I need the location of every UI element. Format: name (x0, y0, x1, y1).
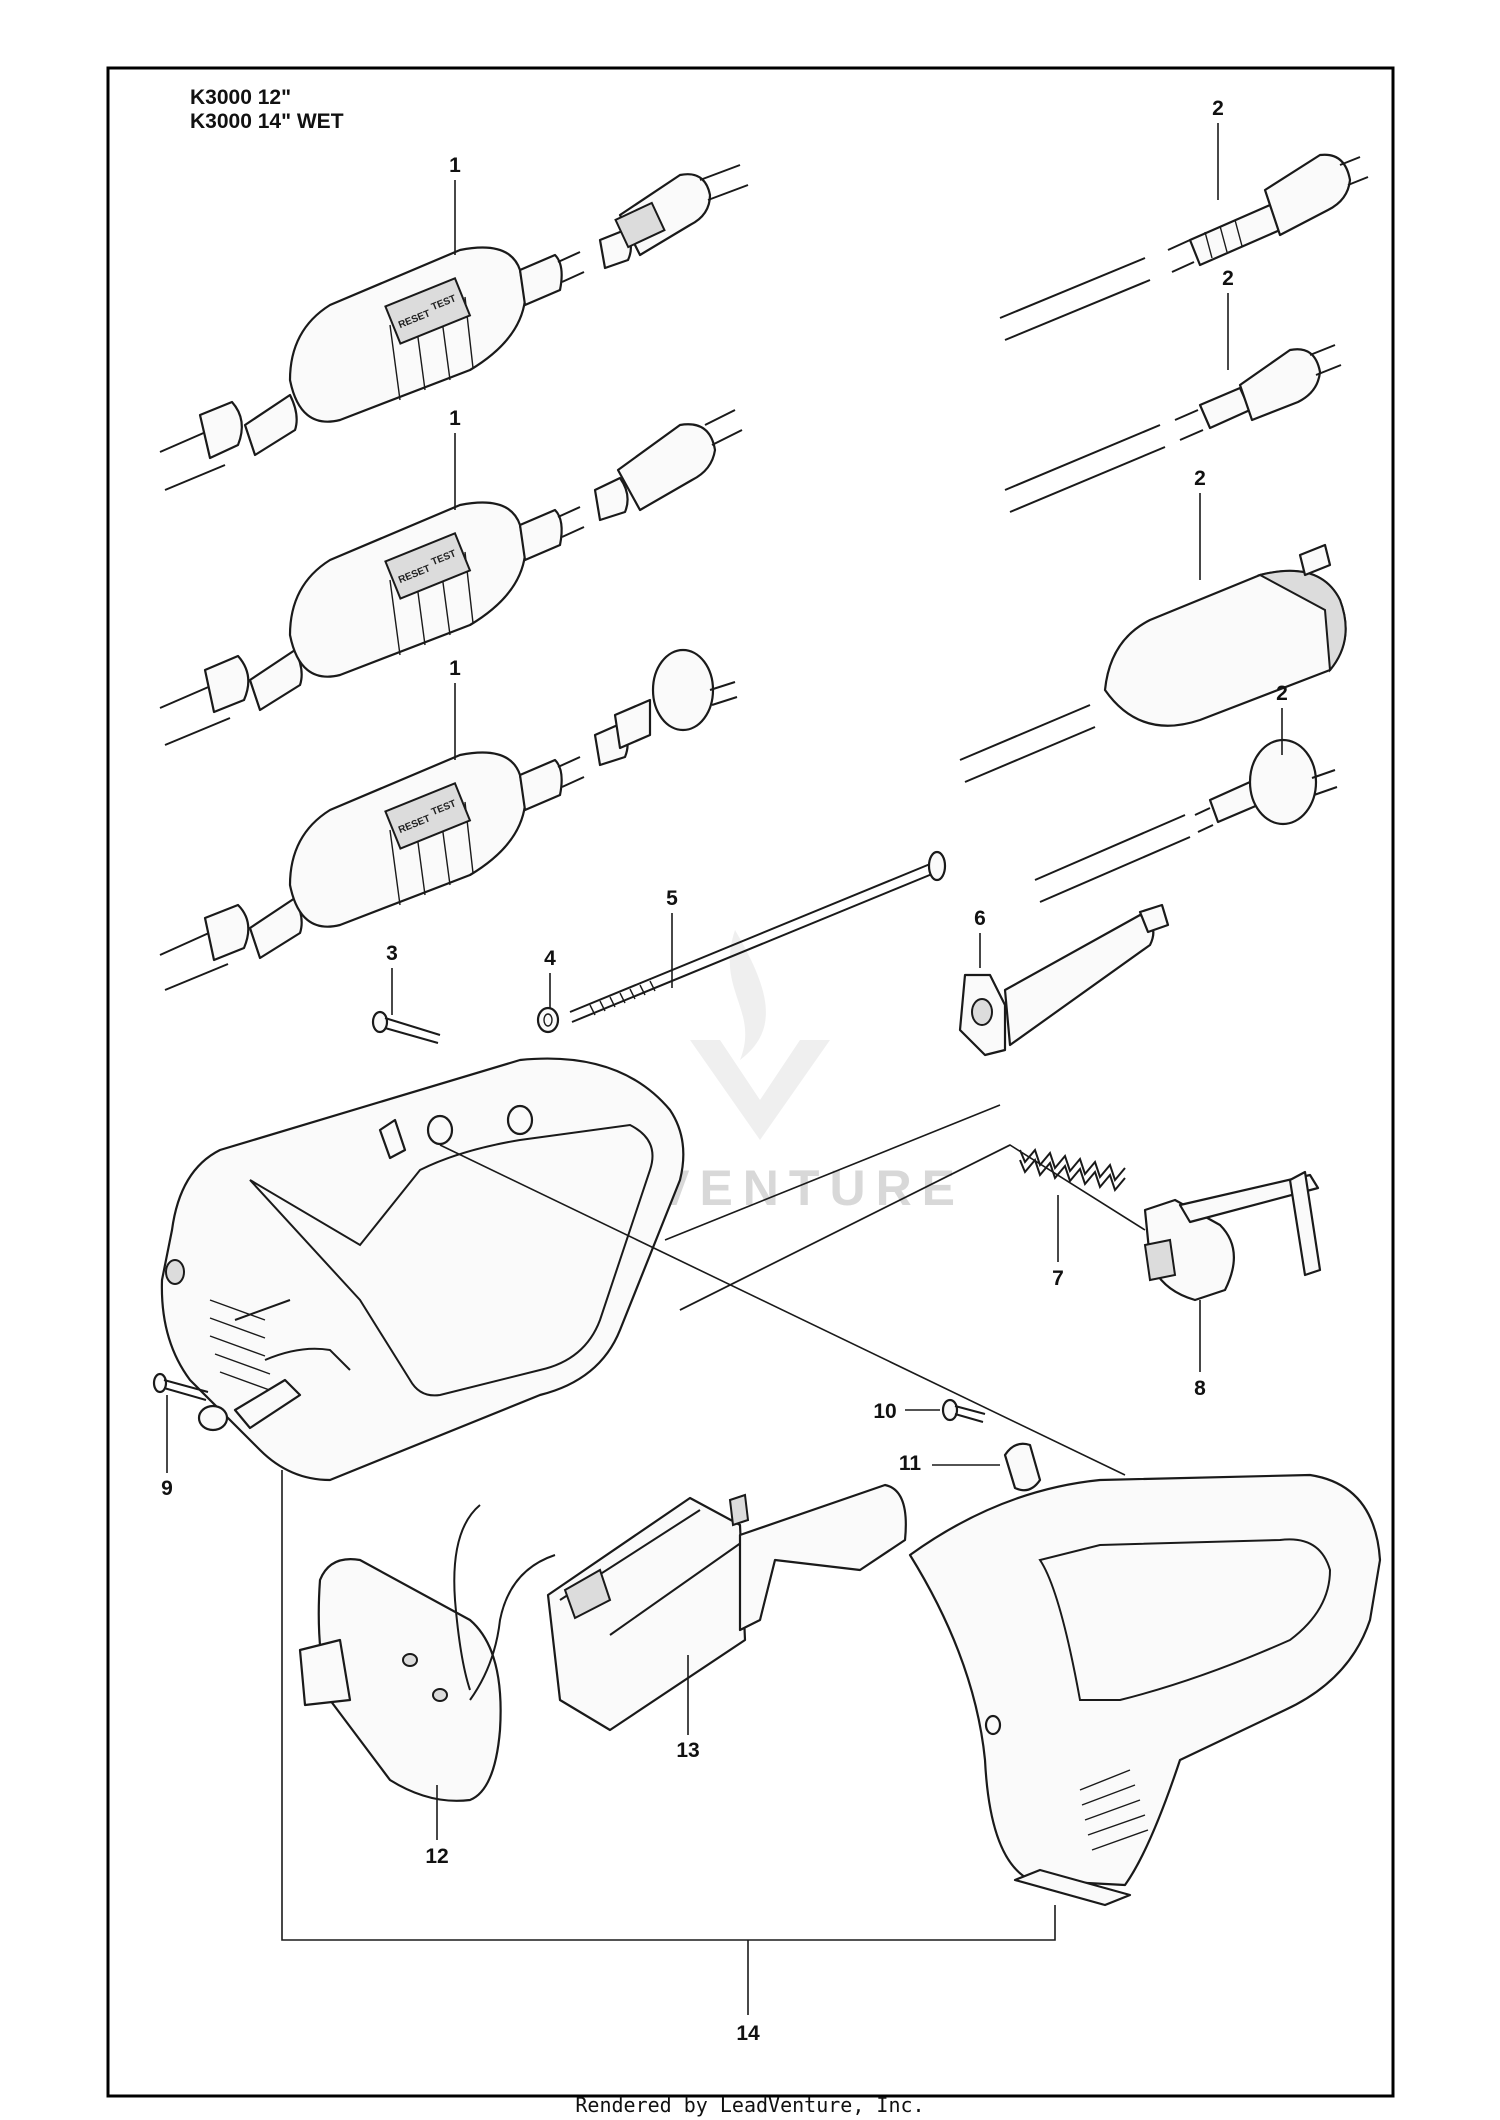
part-9-screw (152, 1372, 209, 1401)
callout-9: 9 (161, 1477, 173, 1500)
part-11-cable-clamp (1003, 1442, 1042, 1492)
diagram-frame (106, 66, 1395, 2098)
callout-7: 7 (1052, 1267, 1064, 1290)
callout-1c: 1 (449, 657, 461, 680)
part-2-socket-c (959, 543, 1347, 783)
callout-8: 8 (1194, 1377, 1206, 1400)
callout-2a: 2 (1212, 97, 1224, 120)
callout-6: 6 (974, 907, 986, 930)
callout-2b: 2 (1222, 267, 1234, 290)
model-label-1: K3000 12" (190, 86, 291, 109)
part-7-spring (1019, 1147, 1126, 1193)
part-6-cord-grommet (958, 903, 1170, 1057)
part-3-screw (371, 1010, 441, 1044)
housing-right-half (908, 1473, 1382, 1907)
part-2-plug-b (1004, 344, 1342, 513)
callout-2c: 2 (1194, 467, 1206, 490)
housing-left-half (160, 1057, 685, 1482)
callout-2d: 2 (1276, 682, 1288, 705)
callout-1a: 1 (449, 154, 461, 177)
part-4-washer (536, 1006, 560, 1034)
callout-10: 10 (873, 1400, 896, 1423)
callout-4: 4 (544, 947, 556, 970)
part-1-gfci-cord-a: RESET TEST (159, 164, 749, 491)
part-5-rod (569, 850, 947, 1023)
footer-credit: Rendered by LeadVenture, Inc. (575, 2093, 924, 2117)
part-8-trigger-lock (1143, 1170, 1322, 1302)
part-10-screw (941, 1398, 986, 1423)
part-12-cover-plate (298, 1504, 556, 1802)
callout-3: 3 (386, 942, 398, 965)
part-2-plug-d (1034, 738, 1338, 903)
callout-5: 5 (666, 887, 678, 910)
part-1-gfci-cord-b: RESET TEST (159, 409, 743, 746)
callout-12: 12 (425, 1845, 448, 1868)
model-label-2: K3000 14" WET (190, 110, 344, 133)
part-13-switch (546, 1483, 907, 1732)
callout-1b: 1 (449, 407, 461, 430)
callout-11: 11 (899, 1452, 922, 1475)
callout-14: 14 (736, 2022, 760, 2045)
callout-13: 13 (676, 1739, 699, 1762)
part-2-plug-a (999, 153, 1369, 341)
part-1-gfci-cord-c: RESET TEST (159, 648, 738, 991)
watermark-logo (690, 930, 830, 1140)
